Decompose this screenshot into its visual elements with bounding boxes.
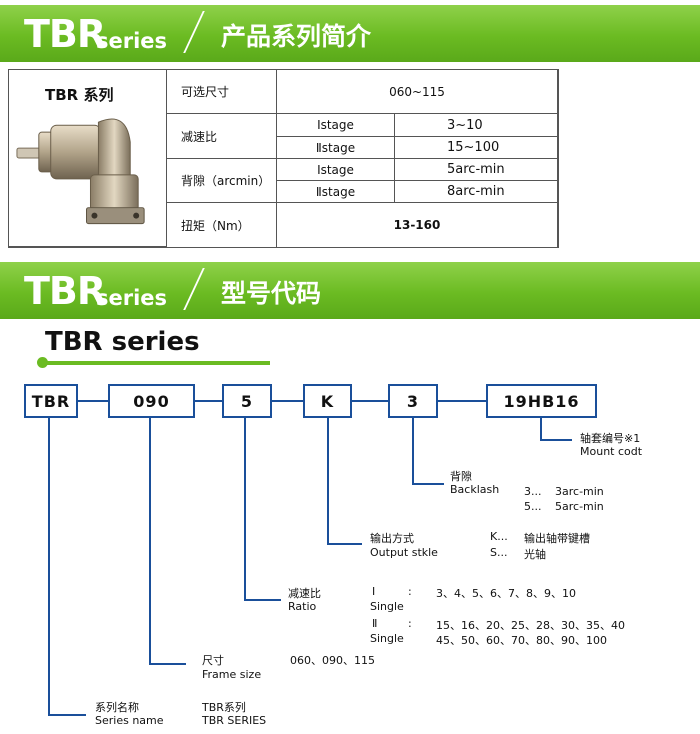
size-label: 可选尺寸 [167, 70, 277, 114]
banner2-series-word: series [96, 286, 168, 310]
size-value: 060~115 [277, 70, 558, 114]
output-opt1-code: K... [490, 530, 508, 543]
series-value-cn: TBR系列 [202, 701, 246, 714]
frame-cn: 尺寸 [202, 654, 224, 667]
header-banner-intro: TBR series 产品系列简介 [0, 5, 700, 62]
ratio-cn: 减速比 [288, 587, 321, 600]
header-banner-model-code: TBR series 型号代码 [0, 262, 700, 319]
ratio-stage1-roman: Ⅰ [372, 585, 376, 598]
output-en: Output stkle [370, 546, 438, 559]
ratio-stage2-roman: Ⅱ [372, 617, 378, 630]
series-en: Series name [95, 714, 164, 727]
banner2-brand: TBR [24, 269, 106, 313]
backlash-stage1-value: 5arc-min [395, 159, 558, 181]
backlash-stage1-label: Ⅰstage [277, 159, 395, 181]
ratio-stage2-colon: : [408, 617, 412, 630]
ratio-stage1-single: Single [370, 600, 404, 613]
ratio-stage2-single: Single [370, 632, 404, 645]
series-value-en: TBR SERIES [202, 714, 267, 727]
backlash-cn: 背隙 [450, 470, 472, 483]
mount-cn: 轴套编号※1 [580, 432, 641, 445]
backlash-en: Backlash [450, 483, 500, 496]
output-cn: 输出方式 [370, 532, 414, 545]
code-box-mount: 19HB16 [486, 384, 597, 418]
ratio-stage2-values2: 45、50、60、70、80、90、100 [436, 634, 607, 647]
banner-title: 产品系列简介 [221, 22, 372, 51]
ratio-en: Ratio [288, 600, 317, 613]
gearbox-image [16, 118, 145, 224]
model-series-title: TBR series [45, 327, 200, 357]
frame-values: 060、090、115 [290, 654, 375, 667]
banner-brand: TBR [24, 12, 106, 56]
spec-table: TBR 系列 可选尺寸 060~115 减速比 Ⅰstage 3~10 Ⅱsta… [8, 69, 559, 248]
ratio-stage2-value: 15~100 [395, 137, 558, 159]
code-box-frame: 090 [108, 384, 195, 418]
backlash-opt1-text: 3arc-min [555, 485, 604, 498]
torque-label: 扭矩（Nm） [167, 203, 277, 247]
ratio-stage1-label: Ⅰstage [277, 114, 395, 137]
backlash-stage2-label: Ⅱstage [277, 181, 395, 203]
code-box-series: TBR [24, 384, 78, 418]
output-opt2-text: 光轴 [524, 548, 546, 561]
title-accent-bar [45, 361, 270, 365]
torque-value: 13-160 [277, 203, 558, 247]
backlash-opt2-code: 5... [524, 500, 542, 513]
output-opt2-code: S... [490, 546, 508, 559]
backlash-opt2-text: 5arc-min [555, 500, 604, 513]
title-accent-dot [37, 357, 48, 368]
mount-en: Mount codt [580, 445, 643, 458]
frame-en: Frame size [202, 668, 262, 681]
backlash-opt1-code: 3... [524, 485, 542, 498]
ratio-stage1-value: 3~10 [395, 114, 558, 137]
ratio-label: 减速比 [167, 114, 277, 159]
backlash-label: 背隙（arcmin） [167, 159, 277, 203]
banner-series-word: series [96, 29, 168, 53]
series-cn: 系列名称 [95, 701, 139, 714]
code-box-backlash: 3 [388, 384, 438, 418]
output-opt1-text: 输出轴带键槽 [524, 532, 590, 545]
code-box-output: K [303, 384, 352, 418]
spec-series-title: TBR 系列 [45, 86, 114, 104]
ratio-stage2-values1: 15、16、20、25、28、30、35、40 [436, 619, 625, 632]
ratio-stage1-values: 3、4、5、6、7、8、9、10 [436, 587, 576, 600]
product-image-cell [9, 70, 167, 247]
ratio-stage1-colon: : [408, 585, 412, 598]
banner2-title: 型号代码 [221, 279, 322, 308]
ratio-stage2-label: Ⅱstage [277, 137, 395, 159]
backlash-stage2-value: 8arc-min [395, 181, 558, 203]
code-box-ratio: 5 [222, 384, 272, 418]
